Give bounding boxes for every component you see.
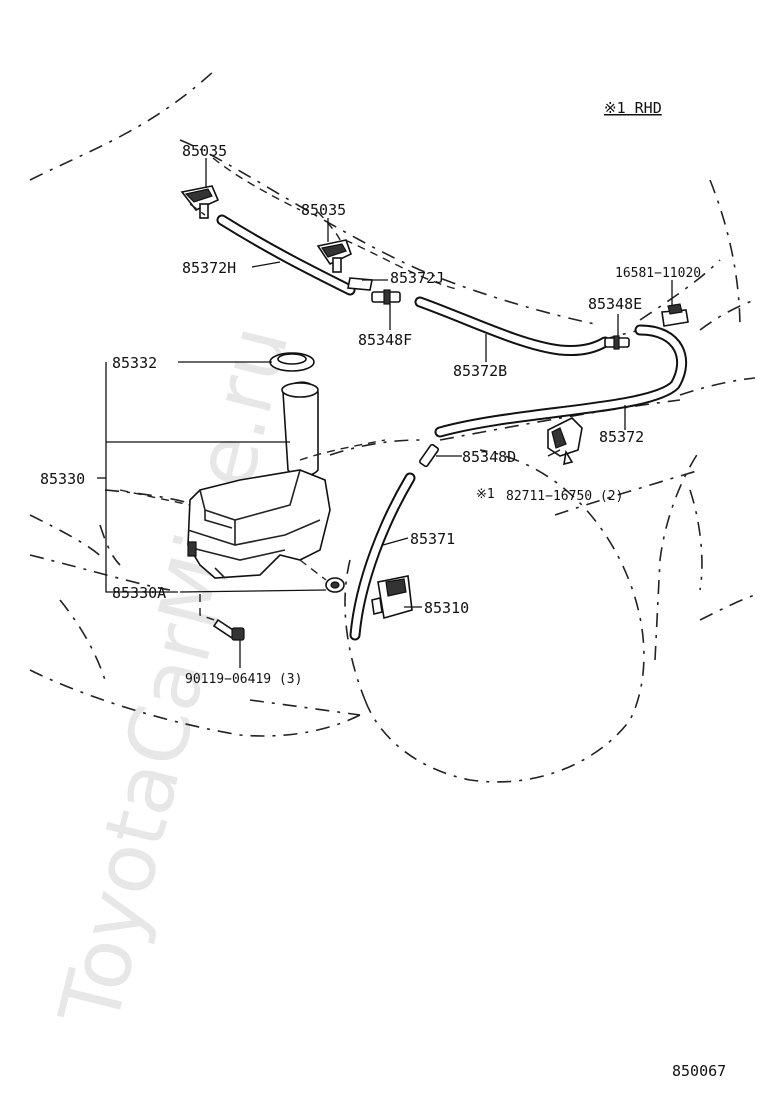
grommet-85330A (325, 577, 345, 593)
label-82711-16750: 82711−16750 (2) (506, 489, 623, 504)
clip-16581 (661, 303, 689, 327)
washer-nozzle-left (180, 185, 220, 219)
label-85332: 85332 (112, 354, 157, 372)
washer-pump-85310 (371, 575, 413, 620)
label-85372J: 85372J (390, 269, 444, 287)
washer-tank-85330 (187, 381, 331, 579)
label-85035-a: 85035 (182, 142, 227, 160)
assembly-dashed-links (119, 157, 461, 623)
label-85372: 85372 (599, 428, 644, 446)
part-labels: ※1 RHD 85035 85035 85372H 85372J 85348F … (40, 99, 726, 1080)
tank-cap-85332 (269, 352, 315, 372)
label-85371: 85371 (410, 530, 455, 548)
label-85348F: 85348F (358, 331, 412, 349)
label-star1: ※1 (476, 487, 495, 502)
connector-85348F (371, 289, 401, 305)
label-85330: 85330 (40, 470, 85, 488)
label-85035-b: 85035 (301, 201, 346, 219)
leader-lines (97, 158, 673, 668)
clamp-82711 (547, 417, 583, 466)
label-85372H: 85372H (182, 259, 236, 277)
vehicle-body-outline (29, 69, 756, 783)
label-85348D: 85348D (462, 448, 516, 466)
label-90119-06419: 90119−06419 (3) (185, 672, 302, 687)
bolt-90119 (212, 618, 245, 641)
connector-85348D (419, 443, 440, 468)
label-16581-11020: 16581−11020 (615, 266, 701, 281)
washer-nozzle-right (316, 239, 352, 273)
washer-hoses (216, 214, 688, 641)
figure-number: 850067 (672, 1062, 726, 1080)
hose-85372J (347, 277, 373, 291)
rhd-note: ※1 RHD (604, 99, 662, 117)
connector-85348E (604, 335, 630, 350)
label-85348E: 85348E (588, 295, 642, 313)
label-85372B: 85372B (453, 362, 507, 380)
label-85330A: 85330A (112, 584, 166, 602)
label-85310: 85310 (424, 599, 469, 617)
